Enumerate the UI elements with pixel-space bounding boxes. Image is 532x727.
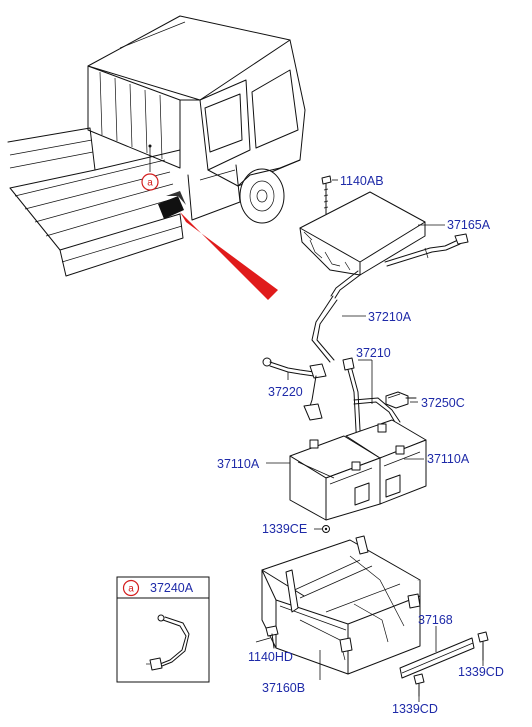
bolt-1339CD-right: [477, 631, 489, 666]
label-37210A: 37210A: [368, 310, 412, 324]
label-1339CE: 1339CE: [262, 522, 307, 536]
callout-a-circle: [141, 173, 159, 191]
connector-37250C: [385, 391, 418, 409]
label-37110A-left: 37110A: [217, 457, 260, 471]
battery-cover: [299, 191, 469, 276]
nut-1339CE: [314, 525, 330, 533]
red-location-pointer: [180, 212, 278, 300]
inset-callout-a-letter: a: [128, 584, 134, 595]
label-37168: 37168: [418, 613, 453, 627]
battery-tray: [261, 535, 421, 675]
cable-37210A: [311, 270, 366, 363]
bracket-37168: [399, 626, 475, 679]
callout-a-truck: a: [141, 173, 159, 191]
bolt-1140HD: [255, 625, 279, 649]
battery-left: [289, 435, 381, 521]
battery-right: [345, 419, 427, 505]
label-37250C: 37250C: [421, 396, 465, 410]
label-37210: 37210: [356, 346, 391, 360]
label-37160B: 37160B: [262, 681, 305, 695]
truck-illustration: [7, 15, 306, 277]
label-1140AB: 1140AB: [340, 174, 384, 188]
label-1140HD: 1140HD: [248, 650, 293, 664]
label-37110A-right: 37110A: [427, 452, 470, 466]
label-1339CD-right: 1339CD: [458, 665, 504, 679]
bolt-1140AB: [321, 175, 338, 215]
label-37220: 37220: [268, 385, 303, 399]
inset-box-37240A: a: [116, 576, 210, 683]
cable-37220: [262, 357, 327, 421]
label-37240A: 37240A: [150, 581, 194, 595]
label-1339CD-bottom: 1339CD: [392, 702, 438, 716]
label-37165A: 37165A: [447, 218, 491, 232]
inset-callout-a-circle: [122, 579, 140, 597]
bolt-1339CD-bottom: [413, 673, 425, 697]
callout-a-letter: a: [147, 178, 153, 189]
